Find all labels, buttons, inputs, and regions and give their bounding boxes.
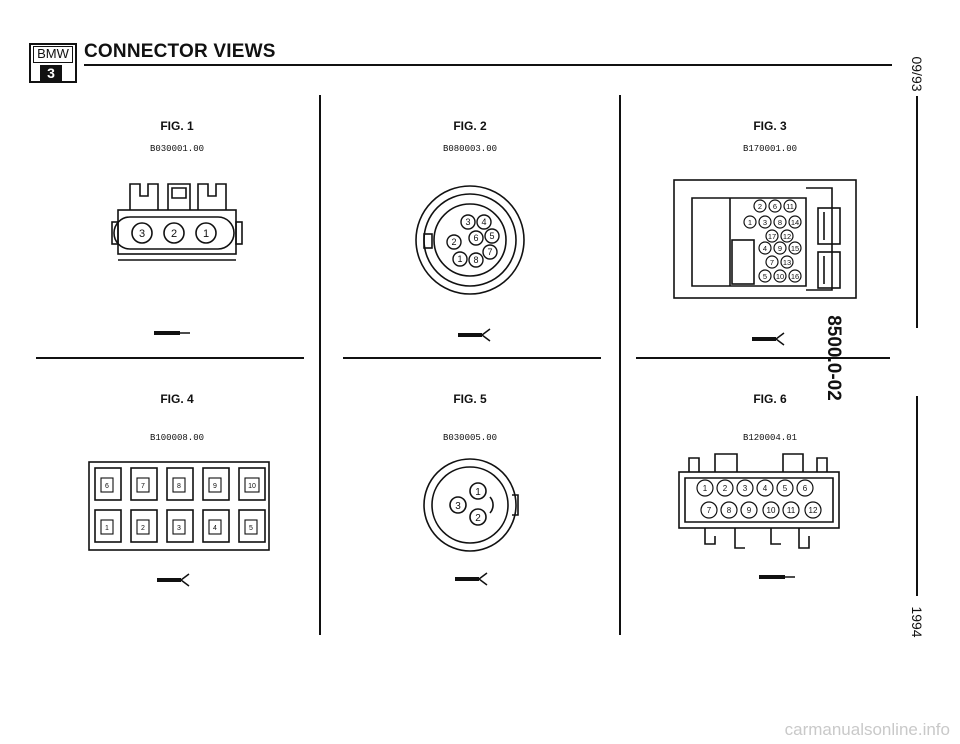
page-title: CONNECTOR VIEWS: [84, 41, 276, 62]
fig2-pin: 7: [487, 247, 492, 257]
fig6-pin: 6: [803, 484, 808, 493]
fig6-pin: 9: [747, 506, 752, 515]
fig1-pin: 3: [139, 228, 145, 240]
side-rule-top: [916, 96, 918, 328]
fig3-label: FIG. 3: [753, 119, 787, 133]
grid-divider-1: [319, 95, 321, 635]
fig3-wire-symbol: [752, 332, 785, 346]
fig4-connector-diagram: 6 7 8 9 10 1 2 3 4 5: [88, 461, 270, 551]
fig3-pin: 15: [791, 244, 799, 253]
fig4-pin: 9: [213, 483, 217, 490]
fig1-wire-symbol: [154, 331, 190, 335]
fig6-wire-symbol: [759, 575, 795, 579]
fig3-pin: 9: [778, 244, 782, 253]
fig1-code: B030001.00: [149, 144, 204, 154]
fig4-pin: 4: [213, 525, 217, 532]
fig4-pin: 10: [248, 483, 256, 490]
fig2-pin: 2: [451, 237, 456, 247]
fig2-pin: 3: [465, 217, 470, 227]
fig4-pin: 6: [105, 483, 109, 490]
fig1-label: FIG. 1: [160, 119, 194, 133]
fig6-connector-diagram: 1 2 3 4 5 6 7 8 9 10 11 12: [678, 453, 840, 549]
fig4-code: B100008.00: [149, 433, 204, 443]
fig2-pin: 1: [457, 254, 462, 264]
fig5-pin: 1: [475, 487, 481, 498]
fig3-pin: 1: [748, 218, 752, 227]
side-rule-bottom: [916, 396, 918, 596]
fig4-pin: 2: [141, 525, 145, 532]
fig4-label: FIG. 4: [160, 392, 194, 406]
fig6-pin: 4: [763, 484, 768, 493]
fig6-pin: 10: [767, 506, 776, 515]
fig3-pin: 12: [783, 232, 791, 241]
fig3-pin: 10: [776, 272, 784, 281]
side-date: 09/93: [909, 56, 925, 92]
fig6-pin: 11: [787, 506, 796, 515]
side-year: 1994: [909, 606, 925, 638]
fig2-pin: 5: [489, 231, 494, 241]
fig2-label: FIG. 2: [453, 119, 487, 133]
fig2-code: B080003.00: [442, 144, 497, 154]
fig6-pin: 1: [703, 484, 708, 493]
fig2-pin: 8: [473, 255, 478, 265]
fig6-pin: 3: [743, 484, 748, 493]
logo-brand: BMW: [33, 46, 73, 63]
fig3-pin: 6: [773, 202, 777, 211]
fig2-pin: 4: [481, 217, 486, 227]
fig3-pin: 7: [770, 258, 774, 267]
fig3-pin: 16: [791, 272, 799, 281]
fig6-pin: 5: [783, 484, 788, 493]
fig3-pin: 2: [758, 202, 762, 211]
fig5-code: B030005.00: [442, 433, 497, 443]
grid-divider-2: [619, 95, 621, 635]
fig1-pin: 1: [203, 228, 209, 240]
fig3-pin: 13: [783, 258, 791, 267]
fig1-pin: 2: [171, 228, 177, 240]
fig5-label: FIG. 5: [453, 392, 487, 406]
logo-series: 3: [40, 65, 62, 81]
fig3-pin: 5: [763, 272, 767, 281]
fig6-pin: 7: [707, 506, 712, 515]
fig3-pin: 11: [786, 202, 794, 211]
fig1-connector-diagram: 3 2 1: [111, 183, 243, 261]
fig4-pin: 1: [105, 525, 109, 532]
bmw-3-series-logo: BMW 3: [29, 43, 77, 83]
fig2-pin: 6: [473, 233, 478, 243]
fig4-pin: 5: [249, 525, 253, 532]
fig6-label: FIG. 6: [753, 392, 787, 406]
row-divider-mid: [343, 357, 601, 359]
fig3-pin: 17: [768, 232, 776, 241]
fig5-pin: 2: [475, 513, 481, 524]
fig6-pin: 12: [809, 506, 818, 515]
fig6-code: B120004.01: [742, 433, 797, 443]
watermark: carmanualsonline.info: [784, 720, 950, 739]
fig4-pin: 7: [141, 483, 145, 490]
fig6-pin: 8: [727, 506, 732, 515]
row-divider-right: [636, 357, 890, 359]
fig3-code: B170001.00: [742, 144, 797, 154]
fig3-pin: 14: [791, 218, 799, 227]
header-rule: [84, 64, 892, 66]
fig3-pin: 8: [778, 218, 782, 227]
fig5-connector-diagram: 1 3 2: [423, 458, 519, 552]
fig3-pin: 4: [763, 244, 767, 253]
row-divider-left: [36, 357, 304, 359]
fig3-connector-diagram: 2 6 11 1 3 8 14 17 12 4 9 15 7 13 5 10 1…: [673, 179, 857, 299]
fig4-pin: 3: [177, 525, 181, 532]
fig2-connector-diagram: 3 4 5 6 2 7 1 8: [415, 185, 525, 295]
fig5-wire-symbol: [455, 572, 488, 586]
fig5-pin: 3: [455, 501, 461, 512]
fig6-pin: 2: [723, 484, 728, 493]
fig2-wire-symbol: [458, 328, 491, 342]
fig4-wire-symbol: [157, 573, 190, 587]
fig3-pin: 3: [763, 218, 767, 227]
fig4-pin: 8: [177, 483, 181, 490]
